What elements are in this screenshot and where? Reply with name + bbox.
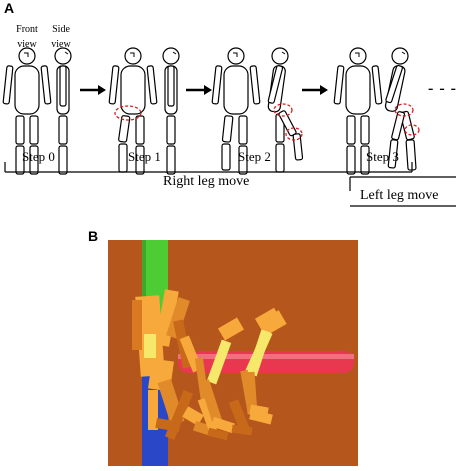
step0-side-figure bbox=[54, 47, 72, 175]
side-view-label: Side view bbox=[51, 24, 71, 50]
robot-figure-cluster bbox=[132, 289, 229, 441]
step1-side-figure bbox=[162, 47, 180, 175]
arrow-icon bbox=[302, 85, 328, 95]
panel-b-label: B bbox=[88, 228, 99, 244]
right-leg-brace bbox=[4, 162, 413, 173]
step1-front-figure bbox=[108, 47, 158, 175]
step2-front-figure bbox=[211, 47, 261, 175]
robot-figure-middle bbox=[199, 317, 253, 436]
step-2-label: Step 2 bbox=[238, 149, 271, 164]
step-figures bbox=[2, 47, 456, 207]
left-leg-move-label: Left leg move bbox=[360, 188, 439, 203]
front-view-label: Front view bbox=[16, 24, 38, 50]
step-1-label: Step 1 bbox=[128, 149, 161, 164]
panel-a-step-diagram: A Front view Side view bbox=[0, 0, 461, 215]
step-0-label: Step 0 bbox=[22, 149, 55, 164]
robot-figure-far-right bbox=[244, 310, 287, 418]
step3-side-figure bbox=[384, 47, 420, 171]
arrow-icon bbox=[80, 85, 106, 95]
left-leg-brace bbox=[349, 176, 456, 207]
panel-a-label: A bbox=[4, 0, 15, 16]
step2-side-figure bbox=[267, 47, 304, 173]
continuation-dashes: - - - bbox=[428, 80, 457, 97]
simulation-scene bbox=[108, 240, 358, 466]
step-3-label: Step 3 bbox=[366, 149, 399, 164]
panel-b-3d-render bbox=[108, 240, 358, 466]
arrow-icon bbox=[186, 85, 212, 95]
right-leg-move-label: Right leg move bbox=[163, 174, 250, 189]
